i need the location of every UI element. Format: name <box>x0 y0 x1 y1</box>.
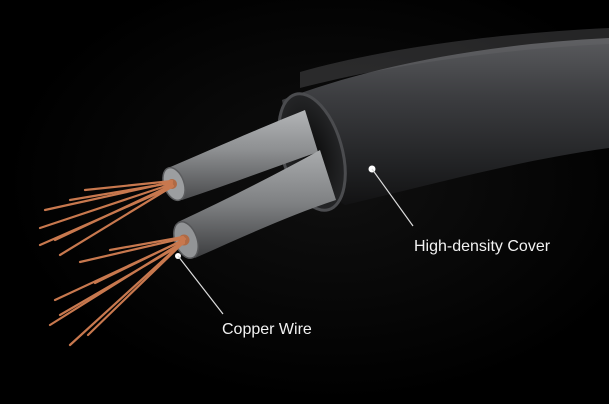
leader-line-copper <box>175 253 224 315</box>
copper-strands-lower <box>48 235 187 347</box>
copper-strands-upper <box>38 179 175 257</box>
high-density-cover-label: High-density Cover <box>414 238 551 255</box>
leader-line-cover <box>368 165 414 227</box>
copper-wire-label: Copper Wire <box>222 321 312 338</box>
